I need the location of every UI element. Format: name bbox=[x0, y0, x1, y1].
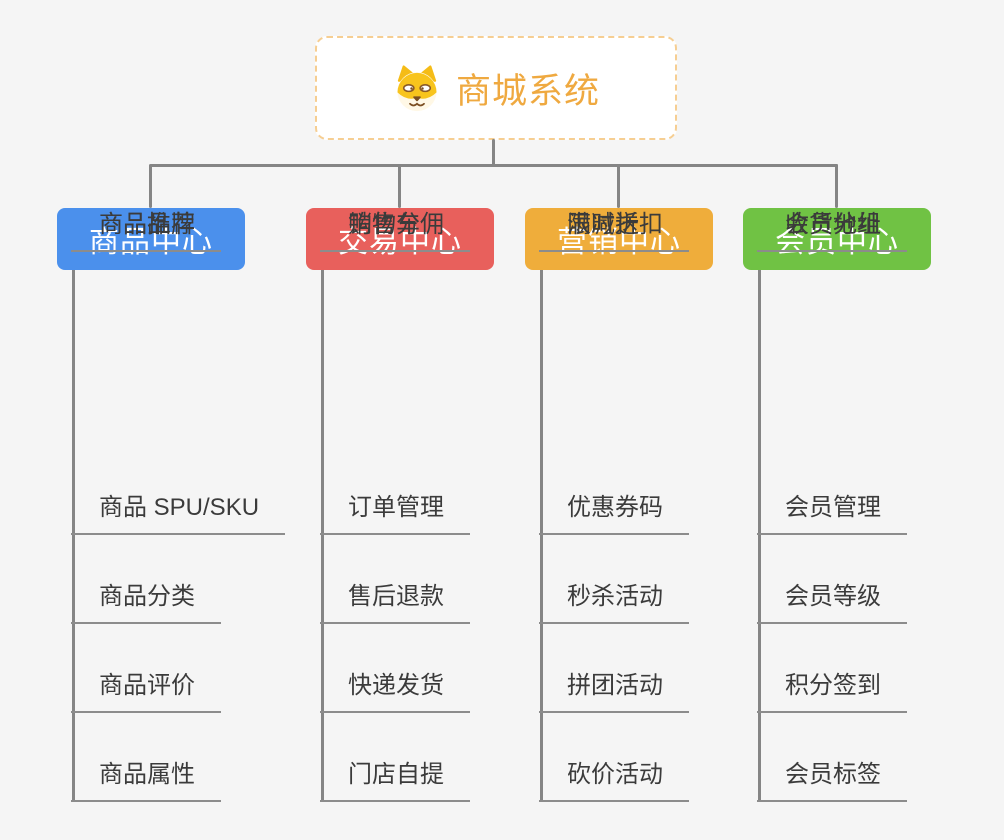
leaf-node[interactable]: 会员等级 bbox=[757, 580, 907, 624]
connector-drop-2 bbox=[398, 164, 401, 208]
leaf-node[interactable]: 商品品牌 bbox=[71, 208, 221, 252]
branch-node-product-center[interactable]: 商品中心 bbox=[57, 208, 245, 270]
branch-node-trade-center[interactable]: 交易中心 bbox=[306, 208, 494, 270]
leaf-node[interactable]: 优惠券码 bbox=[539, 491, 689, 535]
branch-spine bbox=[321, 270, 324, 802]
leaf-node[interactable]: 门店自提 bbox=[320, 758, 470, 802]
leaf-node[interactable]: 秒杀活动 bbox=[539, 580, 689, 624]
branch-column-marketing: 营销中心 优惠券码 秒杀活动 拼团活动 砍价活动 限时折扣 满减送 bbox=[525, 208, 787, 808]
leaf-node[interactable]: 售后退款 bbox=[320, 580, 470, 624]
leaf-node[interactable]: 商品 SPU/SKU bbox=[71, 491, 286, 535]
connector-drop-4 bbox=[835, 164, 838, 208]
leaf-node[interactable]: 砍价活动 bbox=[539, 758, 689, 802]
leaf-node[interactable]: 订单管理 bbox=[320, 491, 470, 535]
branch-spine bbox=[540, 270, 543, 802]
connector-bus bbox=[150, 164, 838, 167]
leaf-node[interactable]: 收货地址 bbox=[757, 208, 907, 252]
connector-root-drop bbox=[492, 139, 495, 166]
leaf-node[interactable]: 拼团活动 bbox=[539, 669, 689, 713]
branch-column-member: 会员中心 会员管理 会员等级 积分签到 会员标签 会员分组 收货地址 bbox=[743, 208, 1004, 808]
leaf-node[interactable]: 商品属性 bbox=[71, 758, 221, 802]
branch-spine bbox=[72, 270, 75, 802]
connector-drop-1 bbox=[149, 164, 152, 208]
leaf-node[interactable]: 商品评价 bbox=[71, 669, 221, 713]
root-node[interactable]: 商城系统 bbox=[315, 36, 677, 140]
branch-spine bbox=[758, 270, 761, 802]
branch-column-product: 商品中心 商品 SPU/SKU 商品分类 商品评价 商品属性 商品推荐 商品品牌 bbox=[57, 208, 319, 808]
connector-drop-3 bbox=[617, 164, 620, 208]
leaf-node[interactable]: 商品分类 bbox=[71, 580, 221, 624]
leaf-node[interactable]: 快递发货 bbox=[320, 669, 470, 713]
branch-node-marketing-center[interactable]: 营销中心 bbox=[525, 208, 713, 270]
leaf-node[interactable]: 积分签到 bbox=[757, 669, 907, 713]
leaf-node[interactable]: 满减送 bbox=[539, 208, 665, 252]
root-title: 商城系统 bbox=[455, 71, 600, 111]
leaf-node[interactable]: 会员标签 bbox=[757, 758, 907, 802]
leaf-node[interactable]: 销售分佣 bbox=[320, 208, 470, 252]
branch-column-trade: 交易中心 订单管理 售后退款 快递发货 门店自提 购物车 销售分佣 bbox=[306, 208, 568, 808]
dog-face-icon bbox=[397, 64, 437, 111]
branch-node-member-center[interactable]: 会员中心 bbox=[743, 208, 931, 270]
leaf-node[interactable]: 会员管理 bbox=[757, 491, 907, 535]
